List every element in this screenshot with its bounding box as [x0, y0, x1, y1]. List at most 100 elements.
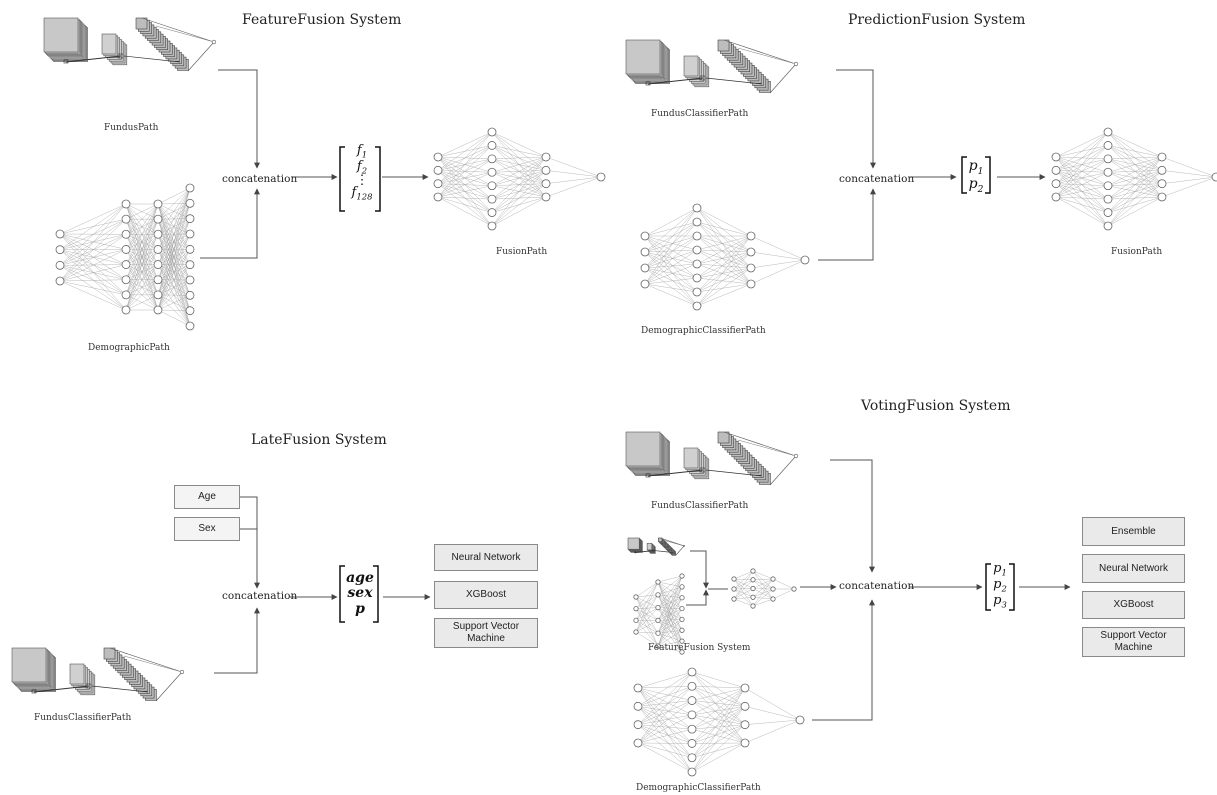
votingfusion-fundus-label: FundusClassifierPath: [651, 501, 749, 511]
net-node: [740, 683, 750, 693]
net-edge: [644, 251, 698, 307]
cnn-funnel: [769, 455, 797, 486]
net-node: [121, 305, 131, 315]
net-edge: [696, 235, 752, 269]
cnn-link: [65, 55, 122, 63]
net-edge: [696, 235, 752, 279]
cnn-funnel: [187, 41, 215, 72]
cnn-kernel: [85, 683, 92, 689]
net-node: [541, 179, 551, 189]
net-node: [121, 245, 131, 254]
net-node: [487, 181, 497, 191]
net-edge: [644, 221, 698, 285]
net-edge: [691, 671, 746, 725]
net-edge: [657, 619, 683, 621]
net-node: [731, 596, 737, 602]
net-edge: [125, 203, 159, 235]
net-node: [633, 738, 643, 748]
net-edge: [750, 235, 806, 261]
net-edge: [635, 581, 659, 609]
net-edge: [644, 207, 698, 237]
net-edge: [691, 724, 746, 773]
net-edge: [696, 235, 752, 285]
net-edge: [437, 131, 493, 184]
net-edge: [59, 280, 127, 296]
net-node: [750, 594, 756, 600]
net-edge: [637, 700, 693, 744]
net-edge: [635, 620, 659, 634]
net-edge: [644, 235, 698, 265]
net-edge: [545, 156, 602, 178]
net-edge: [696, 283, 752, 293]
net-edge: [125, 203, 159, 265]
featurefusion-demographic-net: [55, 183, 195, 331]
net-edge: [733, 588, 754, 607]
net-node: [692, 287, 702, 297]
net-edge: [437, 196, 493, 213]
net-edge: [59, 249, 127, 266]
net-edge: [657, 575, 683, 634]
net-edge: [696, 221, 752, 253]
net-edge: [157, 187, 191, 295]
net-node: [655, 617, 661, 624]
net-edge: [59, 249, 127, 282]
arrow-line: [830, 459, 875, 573]
net-edge: [696, 251, 752, 307]
net-node: [655, 630, 661, 636]
net-edge: [691, 686, 746, 707]
net-edge: [750, 259, 806, 285]
net-node: [487, 194, 497, 204]
net-edge: [491, 183, 547, 227]
net-node: [153, 260, 163, 269]
cnn-link: [635, 550, 654, 553]
net-edge: [691, 687, 746, 773]
net-node: [750, 577, 756, 583]
net-edge: [157, 218, 191, 311]
net-edge: [657, 630, 683, 634]
net-edge: [635, 596, 659, 647]
net-edge: [696, 267, 752, 293]
feature-map: [625, 431, 661, 467]
net-edge: [635, 608, 659, 634]
feature-map: [717, 39, 730, 52]
net-node: [655, 592, 661, 598]
net-node: [679, 595, 685, 601]
cnn-kernel: [31, 689, 37, 694]
net-edge: [1107, 156, 1163, 227]
net-edge: [59, 203, 127, 282]
net-edge: [125, 203, 159, 220]
net-edge: [59, 264, 127, 266]
bracket-left: [339, 146, 345, 212]
feature-map: [43, 17, 79, 53]
bracket-left: [985, 563, 991, 611]
net-edge: [657, 594, 683, 609]
cnn-link: [647, 77, 704, 85]
net-edge: [752, 579, 774, 600]
net-edge: [491, 145, 547, 158]
vector-bracket: [961, 156, 991, 194]
net-edge: [733, 588, 754, 598]
net-edge: [157, 187, 191, 311]
cnn-funnel: [723, 39, 797, 65]
featurefusion-title: FeatureFusion System: [242, 12, 402, 28]
net-edge: [644, 235, 698, 269]
net-edge: [157, 187, 191, 250]
net-edge: [637, 706, 693, 730]
net-node: [740, 701, 750, 711]
net-node: [740, 738, 750, 748]
arrow-line: [218, 69, 260, 169]
net-node: [640, 247, 650, 257]
net-edge: [657, 607, 683, 631]
cnn-funnel: [723, 431, 797, 457]
net-edge: [733, 578, 754, 598]
net-edge: [644, 267, 698, 307]
net-edge: [752, 570, 774, 600]
net-edge: [59, 249, 127, 280]
net-node: [687, 724, 697, 734]
net-edge: [637, 706, 693, 773]
net-node: [687, 739, 697, 748]
net-edge: [772, 588, 795, 600]
net-edge: [637, 687, 693, 773]
arrow-line: [214, 607, 260, 674]
net-node: [1103, 154, 1113, 164]
